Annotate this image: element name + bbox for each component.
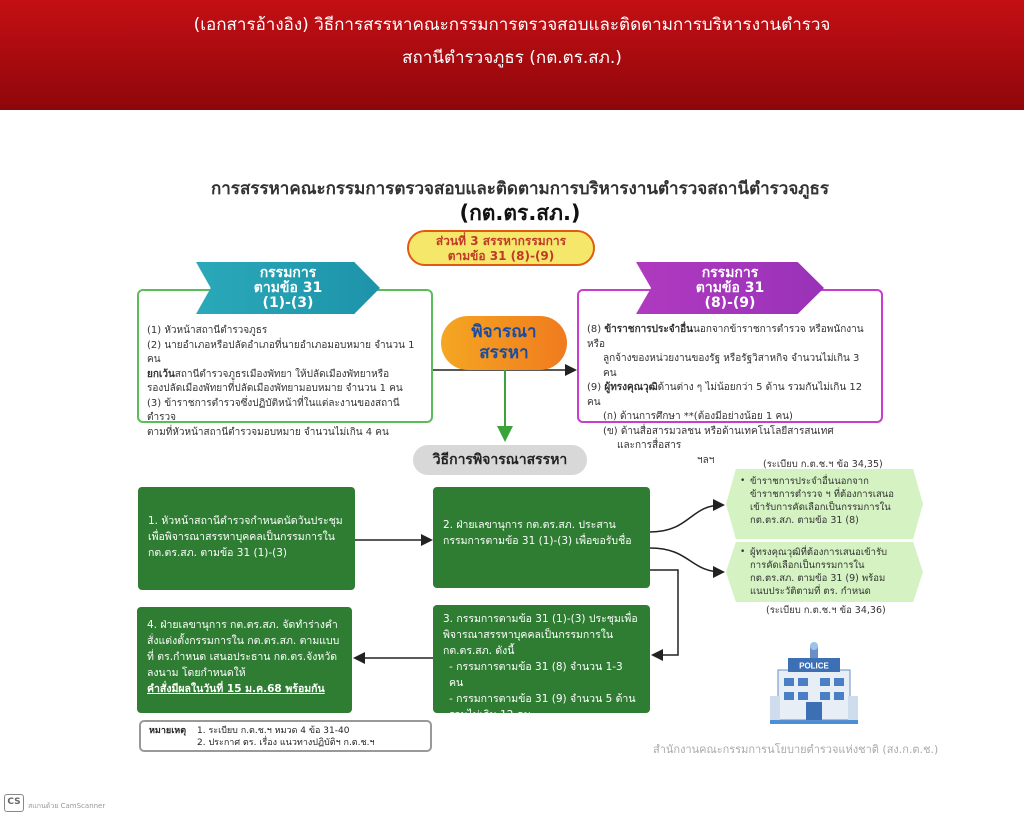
remarks-line2: 2. ประกาศ ตร. เรื่อง แนวทางปฏิบัติฯ ก.ต.… — [149, 737, 422, 749]
remarks-item-1: 1. ระเบียบ ก.ต.ช.ฯ หมวด 4 ข้อ 31-40 — [197, 726, 350, 736]
civil-servant-candidate-box: • ข้าราชการประจำอื่นนอกจากข้าราชการตำรวจ… — [726, 469, 923, 539]
camscanner-watermark: สแกนด้วย CamScanner — [28, 802, 106, 810]
right-tag-line2: ตามข้อ 31 — [695, 280, 765, 296]
police-sign-text: POLICE — [799, 662, 829, 671]
committee-8-9-tag: กรรมการ ตามข้อ 31 (8)-(9) — [636, 262, 824, 314]
right-item-8-num: (8) — [587, 324, 605, 335]
right-item-9-text: ด้านต่าง ๆ ไม่น้อยกว่า 5 ด้าน รวมกันไม่เ… — [587, 382, 863, 408]
right-item-etc: ฯลฯ — [697, 454, 715, 466]
remarks-line1: หมายเหตุ 1. ระเบียบ ก.ต.ช.ฯ หมวด 4 ข้อ 31… — [149, 725, 422, 737]
police-station-icon: POLICE — [770, 642, 858, 724]
step-1-box: 1. หัวหน้าสถานีตำรวจกำหนดนัดวันประชุมเพื… — [138, 487, 355, 590]
step-3-item-9: - กรรมการตามข้อ 31 (9) จำนวน 5 ด้าน รวมไ… — [449, 693, 636, 721]
regulation-ref-top: (ระเบียบ ก.ต.ช.ฯ ข้อ 34,35) — [763, 459, 883, 470]
left-item-3a: (3) ข้าราชการตำรวจซึ่งปฏิบัติหน้าที่ในแต… — [147, 397, 400, 424]
remarks-item-2: 2. ประกาศ ตร. เรื่อง แนวทางปฏิบัติฯ ก.ต.… — [197, 738, 375, 748]
right-item-8b: ลูกจ้างของหน่วยงานของรัฐ หรือรัฐวิสาหกิจ… — [603, 353, 860, 379]
right-item-8-bold: ข้าราชการประจำอื่น — [604, 324, 694, 335]
hex2-text: ผู้ทรงคุณวุฒิที่ต้องการเสนอเข้ารับการคัด… — [750, 547, 888, 597]
step-2-box: 2. ฝ่ายเลขานุการ กต.ตร.สภ. ประสานกรรมการ… — [433, 487, 650, 588]
part-3-label: ส่วนที่ 3 สรรหากรรมการ ตามข้อ 31 (8)-(9) — [407, 230, 595, 266]
consider-recruit-label: พิจารณา สรรหา — [441, 316, 567, 370]
header-banner: (เอกสารอ้างอิง) วิธีการสรรหาคณะกรรมการตร… — [0, 0, 1024, 110]
consider-line1: พิจารณา — [471, 322, 537, 342]
method-heading: วิธีการพิจารณาสรรหา — [413, 445, 587, 475]
left-tag-line1: กรรมการ — [259, 265, 317, 281]
banner-title-line1: (เอกสารอ้างอิง) วิธีการสรรหาคณะกรรมการตร… — [193, 15, 831, 35]
left-item-2a: (2) นายอำเภอหรือปลัดอำเภอที่นายอำเภอมอบห… — [147, 339, 415, 366]
left-item-2b-text: สถานีตำรวจภูธรเมืองพัทยา ให้ปลัดเมืองพัท… — [174, 368, 390, 380]
committee-8-9-box: (8) ข้าราชการประจำอื่นนอกจากข้าราชการตำร… — [577, 289, 883, 466]
left-item-3b: ตามที่หัวหน้าสถานีตำรวจมอบหมาย จำนวนไม่เ… — [147, 426, 389, 438]
right-tag-line1: กรรมการ — [701, 265, 759, 281]
banner-title-line2: สถานีตำรวจภูธร (กต.ตร.สภ.) — [402, 48, 622, 68]
part-line2: ตามข้อ 31 (8)-(9) — [447, 249, 555, 263]
step-4-effective-date: คำสั่งมีผลในวันที่ 15 ม.ค.68 พร้อมกัน — [147, 683, 325, 695]
right-item-9-bold: ผู้ทรงคุณวุฒิ — [604, 382, 658, 393]
diagram-subtitle: (กต.ตร.สภ.) — [459, 201, 581, 225]
office-attribution: สำนักงานคณะกรรมการนโยบายตำรวจแห่งชาติ (ส… — [653, 743, 939, 756]
regulation-ref-bottom: (ระเบียบ ก.ต.ช.ฯ ข้อ 34,36) — [766, 605, 886, 616]
right-item-9k: (ก) ด้านการศึกษา **(ต้องมีอย่างน้อย 1 คน… — [603, 411, 793, 422]
right-item-9-num: (9) — [587, 382, 605, 393]
camscanner-logo-icon: CS — [4, 794, 24, 812]
diagram-title: การสรรหาคณะกรรมการตรวจสอบและติดตามการบริ… — [210, 179, 830, 199]
step-4-text: 4. ฝ่ายเลขานุการ กต.ตร.สภ. จัดทำร่างคำสั… — [147, 619, 340, 679]
left-tag-line3: (1)-(3) — [262, 295, 314, 311]
step-3-item-8: - กรรมการตามข้อ 31 (8) จำนวน 1-3 คน — [449, 661, 623, 689]
step-4-box: 4. ฝ่ายเลขานุการ กต.ตร.สภ. จัดทำร่างคำสั… — [137, 607, 352, 713]
left-item-2b: ยกเว้นสถานีตำรวจภูธรเมืองพัทยา ให้ปลัดเม… — [147, 368, 425, 383]
step-3-text: 3. กรรมการตามข้อ 31 (1)-(3) ประชุมเพื่อพ… — [443, 613, 638, 657]
remarks-box: หมายเหตุ 1. ระเบียบ ก.ต.ช.ฯ หมวด 4 ข้อ 31… — [139, 720, 432, 752]
right-item-8: (8) ข้าราชการประจำอื่นนอกจากข้าราชการตำร… — [587, 323, 875, 352]
expert-candidate-box: • ผู้ทรงคุณวุฒิที่ต้องการเสนอเข้ารับการค… — [726, 542, 923, 602]
part-line1: ส่วนที่ 3 สรรหากรรมการ — [435, 234, 567, 248]
left-item-2b-bold: ยกเว้น — [147, 368, 175, 380]
right-item-9: (9) ผู้ทรงคุณวุฒิด้านต่าง ๆ ไม่น้อยกว่า … — [587, 381, 875, 410]
committee-1-3-tag: กรรมการ ตามข้อ 31 (1)-(3) — [196, 262, 380, 314]
consider-line2: สรรหา — [479, 343, 529, 363]
right-tag-line3: (8)-(9) — [704, 295, 756, 311]
right-item-9x1: (ข) ด้านสื่อสารมวลชน หรือด้านเทคโนโลยีสา… — [603, 425, 834, 437]
left-tag-line2: ตามข้อ 31 — [253, 280, 323, 296]
step-3-box: 3. กรรมการตามข้อ 31 (1)-(3) ประชุมเพื่อพ… — [433, 605, 650, 721]
hex1-text: ข้าราชการประจำอื่นนอกจากข้าราชการตำรวจ ฯ… — [750, 476, 894, 526]
right-item-8-text: นอกจากข้าราชการตำรวจ หรือพนักงาน หรือ — [587, 324, 864, 350]
bullet-icon: • — [740, 476, 746, 486]
bullet-icon: • — [740, 547, 746, 557]
right-item-9x2: และการสื่อสาร — [617, 440, 682, 451]
left-item-2c: รองปลัดเมืองพัทยาที่ปลัดเมืองพัทยามอบหมา… — [147, 383, 403, 394]
remarks-label: หมายเหตุ — [149, 726, 187, 736]
left-item-1: (1) หัวหน้าสถานีตำรวจภูธร — [147, 325, 268, 336]
